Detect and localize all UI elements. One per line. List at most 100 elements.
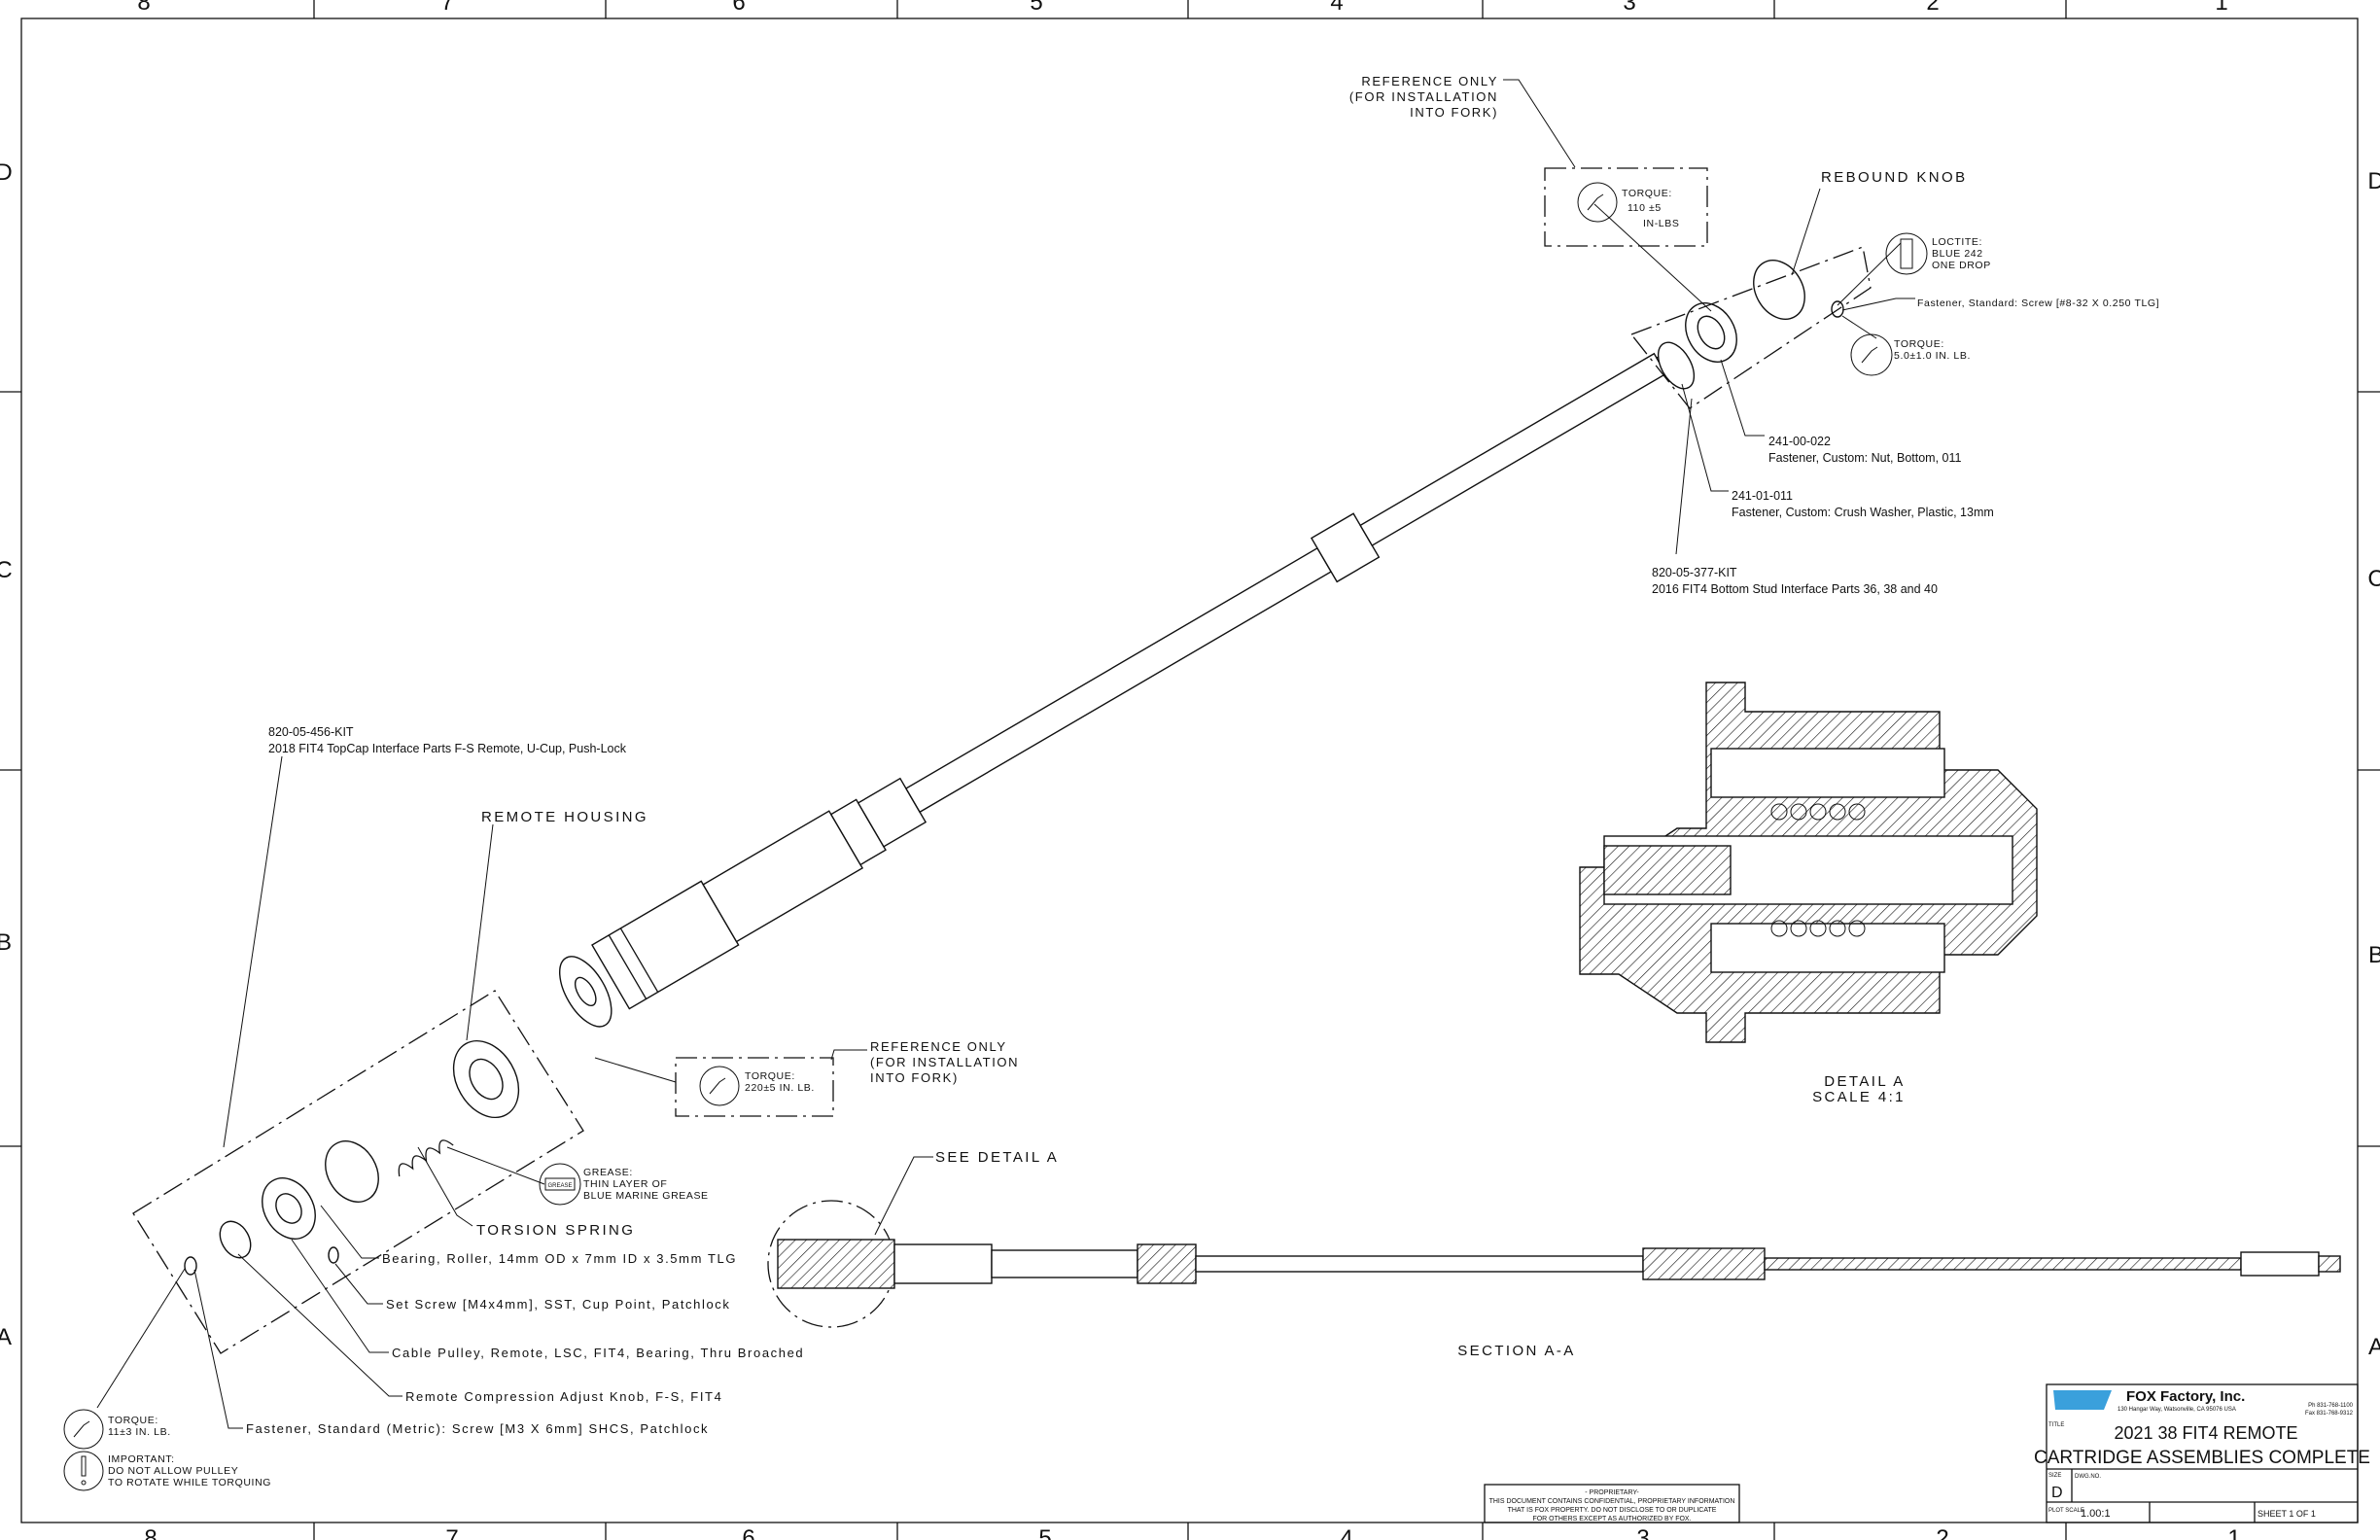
- callout-texts: REFERENCE ONLY (FOR INSTALLATION INTO FO…: [108, 74, 2159, 1488]
- svg-text:2016 FIT4 Bottom Stud Interfac: 2016 FIT4 Bottom Stud Interface Parts 36…: [1652, 582, 1938, 596]
- svg-text:Fastener, Custom: Crush Washer: Fastener, Custom: Crush Washer, Plastic,…: [1732, 506, 1994, 519]
- svg-text:Bearing, Roller, 14mm OD x 7mm: Bearing, Roller, 14mm OD x 7mm ID x 3.5m…: [382, 1251, 737, 1266]
- svg-text:TORQUE:: TORQUE:: [1894, 338, 1944, 350]
- svg-text:Fastener, Custom: Nut, Bottom,: Fastener, Custom: Nut, Bottom, 011: [1768, 451, 1962, 465]
- svg-text:Remote Compression Adjust Knob: Remote Compression Adjust Knob, F-S, FIT…: [405, 1389, 722, 1404]
- svg-text:THAT IS FOX PROPERTY. DO NOT: THAT IS FOX PROPERTY. DO NOT DISCLOSE TO…: [1508, 1507, 1717, 1514]
- svg-text:5: 5: [1038, 1525, 1051, 1540]
- torque-reference-box-mid: [675, 1057, 834, 1117]
- svg-text:Fastener, Standard (Metric): S: Fastener, Standard (Metric): Screw [M3 X…: [246, 1421, 709, 1436]
- title-block: FOX FOX Factory, Inc. 130 Hangar Way, Wa…: [2034, 1383, 2370, 1523]
- svg-text:FOR OTHERS EXCEPT AS AUTHORIZE: FOR OTHERS EXCEPT AS AUTHORIZED BY FOX.: [1532, 1516, 1691, 1522]
- svg-text:Ph 831-768-1100: Ph 831-768-1100: [2308, 1403, 2354, 1409]
- svg-text:REFERENCE ONLY: REFERENCE ONLY: [1361, 74, 1498, 88]
- svg-text:1: 1: [2227, 1525, 2240, 1540]
- svg-text:8: 8: [137, 0, 150, 16]
- fox-logo: FOX: [2053, 1390, 2112, 1413]
- svg-text:220±5 IN. LB.: 220±5 IN. LB.: [745, 1082, 815, 1094]
- svg-text:TORSION SPRING: TORSION SPRING: [476, 1222, 635, 1239]
- svg-text:11±3 IN. LB.: 11±3 IN. LB.: [108, 1426, 171, 1438]
- svg-text:7: 7: [445, 1525, 458, 1540]
- svg-text:GREASE:: GREASE:: [583, 1167, 633, 1178]
- svg-text:3: 3: [1636, 1525, 1649, 1540]
- svg-text:FOX Factory, Inc.: FOX Factory, Inc.: [2126, 1388, 2245, 1405]
- svg-text:REMOTE HOUSING: REMOTE HOUSING: [481, 809, 648, 825]
- svg-text:110 ±5: 110 ±5: [1628, 202, 1662, 214]
- svg-text:SCALE 4:1: SCALE 4:1: [1812, 1089, 1906, 1105]
- svg-text:7: 7: [440, 0, 453, 16]
- svg-text:(FOR INSTALLATION: (FOR INSTALLATION: [870, 1055, 1019, 1069]
- svg-text:6: 6: [732, 0, 745, 16]
- loctite-icon: [1885, 232, 1928, 275]
- svg-text:4: 4: [1330, 0, 1343, 16]
- svg-text:INTO FORK): INTO FORK): [1410, 105, 1498, 120]
- svg-text:5.0±1.0 IN. LB.: 5.0±1.0 IN. LB.: [1894, 350, 1971, 362]
- torque-icon: [63, 1409, 104, 1450]
- svg-text:2: 2: [1926, 0, 1939, 16]
- svg-text:Fax 831-768-9312: Fax 831-768-9312: [2305, 1411, 2354, 1417]
- svg-text:8: 8: [144, 1525, 157, 1540]
- torque-icon: [699, 1066, 740, 1106]
- svg-text:820-05-377-KIT: 820-05-377-KIT: [1652, 566, 1737, 579]
- svg-text:241-01-011: 241-01-011: [1732, 489, 1793, 503]
- svg-text:2018 FIT4 TopCap Interface Par: 2018 FIT4 TopCap Interface Parts F-S Rem…: [268, 742, 627, 755]
- svg-text:C: C: [2367, 566, 2380, 592]
- svg-text:SIZE: SIZE: [2048, 1473, 2061, 1479]
- svg-text:1: 1: [2215, 0, 2227, 16]
- torque-icon: [1850, 333, 1893, 376]
- cartridge-assembly: [132, 246, 1872, 1354]
- svg-text:INTO FORK): INTO FORK): [870, 1070, 959, 1085]
- svg-text:5: 5: [1030, 0, 1042, 16]
- svg-text:PLOT SCALE: PLOT SCALE: [2048, 1508, 2084, 1514]
- svg-text:TO ROTATE WHILE TORQUING: TO ROTATE WHILE TORQUING: [108, 1477, 271, 1488]
- svg-text:A: A: [0, 1324, 12, 1350]
- svg-text:3: 3: [1623, 0, 1635, 16]
- svg-text:TORQUE:: TORQUE:: [745, 1070, 795, 1082]
- svg-text:IMPORTANT:: IMPORTANT:: [108, 1453, 175, 1465]
- sheet-border: [20, 18, 2359, 1523]
- proprietary-notice: - PROPRIETARY- THIS DOCUMENT CONTAINS CO…: [1484, 1484, 1740, 1523]
- svg-text:IN-LBS: IN-LBS: [1643, 218, 1679, 229]
- svg-text:Fastener, Standard: Screw [#8-: Fastener, Standard: Screw [#8-32 X 0.250…: [1917, 298, 2159, 309]
- svg-text:GREASE: GREASE: [547, 1183, 572, 1189]
- torque-icon: [1577, 182, 1618, 223]
- svg-text:(FOR INSTALLATION: (FOR INSTALLATION: [1349, 89, 1498, 104]
- svg-text:6: 6: [742, 1525, 754, 1540]
- svg-text:REBOUND KNOB: REBOUND KNOB: [1821, 169, 1968, 186]
- svg-text:REFERENCE ONLY: REFERENCE ONLY: [870, 1039, 1007, 1054]
- svg-text:4: 4: [1340, 1525, 1352, 1540]
- section-a-a-view: [767, 1200, 2341, 1328]
- svg-text:BLUE 242: BLUE 242: [1932, 248, 1983, 260]
- svg-text:Set Screw [M4x4mm], SST, Cup P: Set Screw [M4x4mm], SST, Cup Point, Patc…: [386, 1297, 731, 1312]
- svg-text:CARTRIDGE ASSEMBLIES COMPLETE: CARTRIDGE ASSEMBLIES COMPLETE: [2034, 1448, 2370, 1468]
- svg-text:THIS DOCUMENT CONTAINS CONFIDE: THIS DOCUMENT CONTAINS CONFIDENTIAL, PRO…: [1489, 1498, 1735, 1505]
- svg-text:2021 38 FIT4 REMOTE: 2021 38 FIT4 REMOTE: [2114, 1423, 2297, 1443]
- grease-icon: GREASE: [539, 1163, 581, 1206]
- svg-text:DETAIL A: DETAIL A: [1824, 1073, 1905, 1090]
- svg-text:SEE DETAIL A: SEE DETAIL A: [935, 1149, 1059, 1166]
- svg-text:DWG.NO.: DWG.NO.: [2075, 1474, 2101, 1480]
- svg-text:LOCTITE:: LOCTITE:: [1932, 236, 1982, 248]
- svg-text:ONE DROP: ONE DROP: [1932, 260, 1991, 271]
- warning-icon: [63, 1451, 104, 1491]
- svg-text:B: B: [0, 929, 12, 956]
- svg-text:BLUE MARINE GREASE: BLUE MARINE GREASE: [583, 1190, 709, 1202]
- svg-text:1.00:1: 1.00:1: [2081, 1508, 2111, 1520]
- svg-text:130 Hangar Way, Watsonville, C: 130 Hangar Way, Watsonville, CA 95076 US…: [2118, 1407, 2236, 1413]
- svg-text:TITLE: TITLE: [2048, 1422, 2064, 1428]
- svg-text:- PROPRIETARY-: - PROPRIETARY-: [1585, 1489, 1639, 1496]
- svg-text:TORQUE:: TORQUE:: [108, 1415, 158, 1426]
- svg-text:TORQUE:: TORQUE:: [1622, 188, 1672, 199]
- svg-text:FOX: FOX: [2060, 1391, 2102, 1413]
- svg-text:D: D: [0, 159, 13, 186]
- svg-text:A: A: [2368, 1334, 2380, 1360]
- svg-text:241-00-022: 241-00-022: [1768, 435, 1831, 448]
- svg-text:2: 2: [1936, 1525, 1948, 1540]
- svg-text:SECTION A-A: SECTION A-A: [1457, 1343, 1575, 1359]
- svg-text:SHEET 1 OF 1: SHEET 1 OF 1: [2258, 1509, 2316, 1519]
- svg-text:C: C: [0, 557, 13, 583]
- leader-lines: [96, 79, 1915, 1429]
